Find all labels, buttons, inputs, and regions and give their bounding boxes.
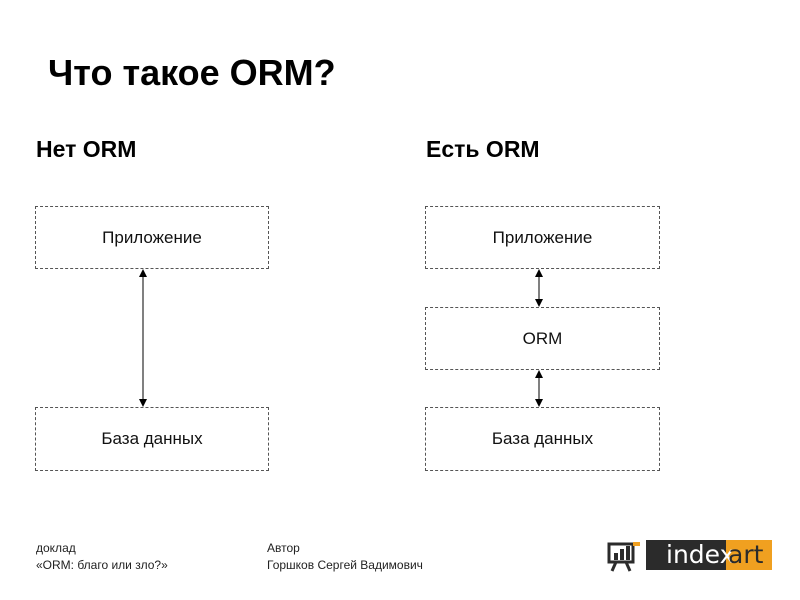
left-database-label: База данных — [101, 429, 203, 448]
footer-author-name: Горшков Сергей Вадимович — [267, 558, 423, 572]
slide-title: Что такое ORM? — [48, 52, 336, 93]
footer-author-info: Автор Горшков Сергей Вадимович — [267, 540, 423, 574]
logo-accent-block — [726, 540, 772, 570]
logo-word-index: index — [666, 540, 735, 569]
right-database-box: База данных — [425, 407, 660, 471]
right-application-box: Приложение — [425, 206, 660, 269]
right-orm-label: ORM — [522, 328, 563, 348]
indexart-logo: index art — [606, 536, 774, 574]
right-column-heading: Есть ORM — [426, 136, 540, 162]
left-application-box: Приложение — [35, 206, 269, 269]
logo-wordmark: index art — [646, 540, 772, 570]
logo-chart-icon — [607, 542, 640, 572]
left-application-label: Приложение — [102, 227, 202, 247]
right-application-label: Приложение — [492, 227, 593, 247]
right-orm-box: ORM — [425, 307, 660, 370]
footer-talk-title: «ORM: благо или зло?» — [36, 558, 168, 572]
footer-talk-info: доклад «ORM: благо или зло?» — [36, 540, 168, 574]
left-column-heading: Нет ORM — [36, 136, 137, 162]
logo-word-art: art — [728, 540, 764, 569]
footer-talk-label: доклад — [36, 541, 76, 555]
right-database-label: База данных — [491, 429, 594, 448]
left-database-box: База данных — [35, 407, 269, 471]
footer-author-label: Автор — [267, 541, 300, 555]
